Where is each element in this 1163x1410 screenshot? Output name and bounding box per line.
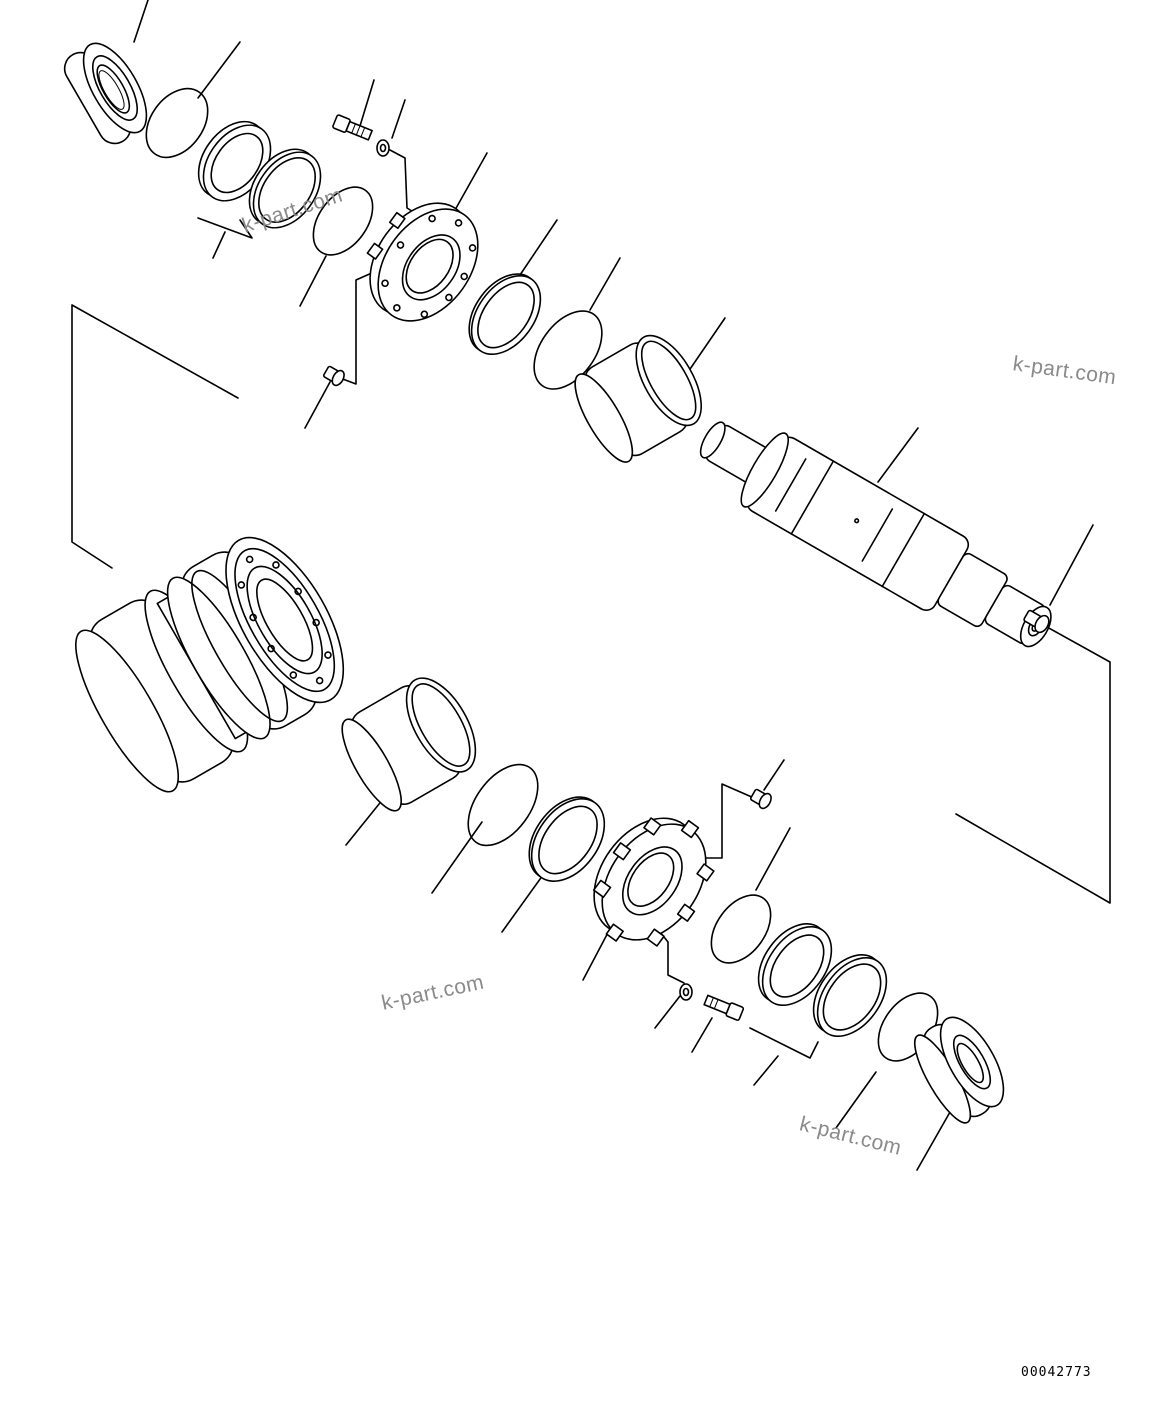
- washer-upper: [377, 140, 389, 156]
- shaft: [685, 400, 1067, 669]
- floating-seal-housing-lower: [905, 1008, 1016, 1130]
- plug-upper-left: [322, 364, 346, 387]
- collar-upper: [346, 182, 498, 340]
- thrust-washer-lower: [514, 783, 619, 894]
- bolt-upper: [332, 115, 372, 142]
- washer-lower: [680, 984, 692, 1000]
- o-ring-upper-1: [134, 77, 221, 169]
- o-ring-lower-2: [699, 884, 783, 974]
- floating-seal-ring-lower-2: [799, 942, 900, 1049]
- floating-seal-ring-upper-2: [236, 137, 335, 241]
- o-ring-lower-1: [454, 752, 552, 858]
- o-ring-upper-3: [520, 299, 615, 402]
- thrust-washer-upper: [455, 261, 554, 367]
- drawing-number: 00042773: [1021, 1365, 1092, 1380]
- bolt-lower: [703, 994, 743, 1021]
- floating-seal-housing-upper: [59, 34, 159, 150]
- o-ring-upper-2: [301, 176, 385, 266]
- roller-body: [59, 519, 368, 803]
- plug-lower: [749, 787, 773, 810]
- bushing-upper: [565, 325, 715, 469]
- collar-lower: [569, 794, 735, 968]
- floating-seal-ring-lower: [744, 911, 845, 1018]
- bushing-lower: [332, 667, 490, 818]
- plug-right: [1022, 607, 1052, 635]
